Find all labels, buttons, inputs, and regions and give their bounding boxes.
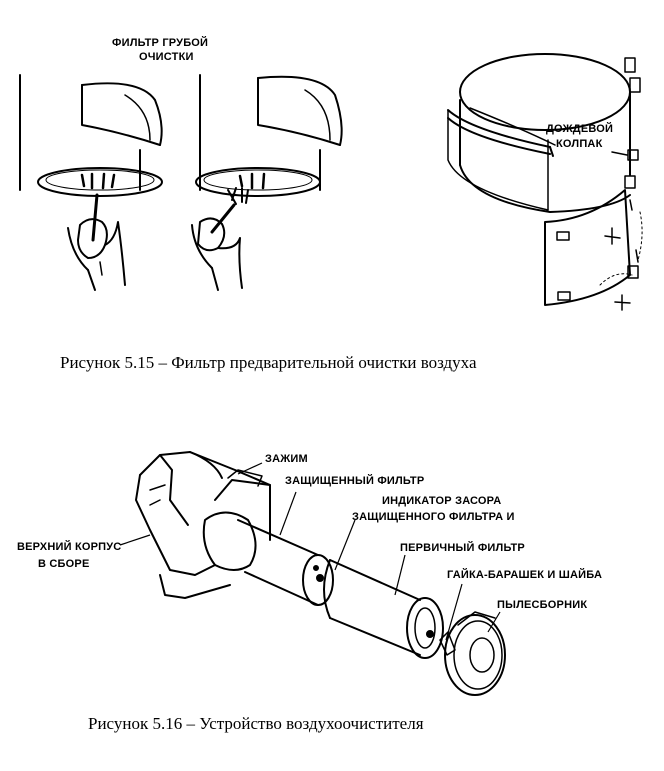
label-wing-nut: ГАЙКА-БАРАШЕК И ШАЙБА bbox=[447, 569, 603, 581]
caption-figure-5-16: Рисунок 5.16 – Устройство воздухоочистит… bbox=[88, 714, 424, 733]
caption-figure-5-15: Рисунок 5.15 – Фильтр предварительной оч… bbox=[60, 353, 477, 372]
leader-dust-collector bbox=[487, 611, 501, 633]
label-coarse-filter-line1: ФИЛЬТР ГРУБОЙ bbox=[112, 37, 209, 49]
label-coarse-filter-line2: ОЧИСТКИ bbox=[139, 51, 194, 63]
label-primary-filter: ПЕРВИЧНЫЙ ФИЛЬТР bbox=[400, 542, 525, 554]
leader-wing-nut bbox=[445, 583, 463, 641]
leader-indicator bbox=[334, 519, 356, 571]
label-upper-housing-line1: ВЕРХНИЙ КОРПУС bbox=[17, 541, 122, 553]
label-clamp: ЗАЖИМ bbox=[265, 453, 308, 465]
label-safety-filter: ЗАЩИЩЕННЫЙ ФИЛЬТР bbox=[285, 475, 425, 487]
precleaner-middle-drawing bbox=[191, 74, 343, 291]
label-rain-cap-line1: ДОЖДЕВОЙ bbox=[546, 123, 614, 135]
leader-clamp bbox=[237, 462, 263, 475]
leader-upper-housing bbox=[119, 534, 151, 546]
label-upper-housing-line2: В СБОРЕ bbox=[38, 558, 90, 570]
rain-cap-drawing bbox=[447, 53, 643, 311]
leader-primary-filter bbox=[394, 554, 406, 596]
precleaner-left-drawing bbox=[19, 74, 163, 291]
label-rain-cap-line2: КОЛПАК bbox=[556, 138, 603, 150]
label-indicator-line2: ЗАЩИЩЕННОГО ФИЛЬТРА И bbox=[352, 511, 515, 523]
leader-safety-filter bbox=[279, 491, 297, 536]
label-dust-collector: ПЫЛЕСБОРНИК bbox=[497, 599, 588, 611]
air-cleaner-assembly-drawing bbox=[135, 451, 506, 696]
label-indicator-line1: ИНДИКАТОР ЗАСОРА bbox=[382, 495, 502, 507]
